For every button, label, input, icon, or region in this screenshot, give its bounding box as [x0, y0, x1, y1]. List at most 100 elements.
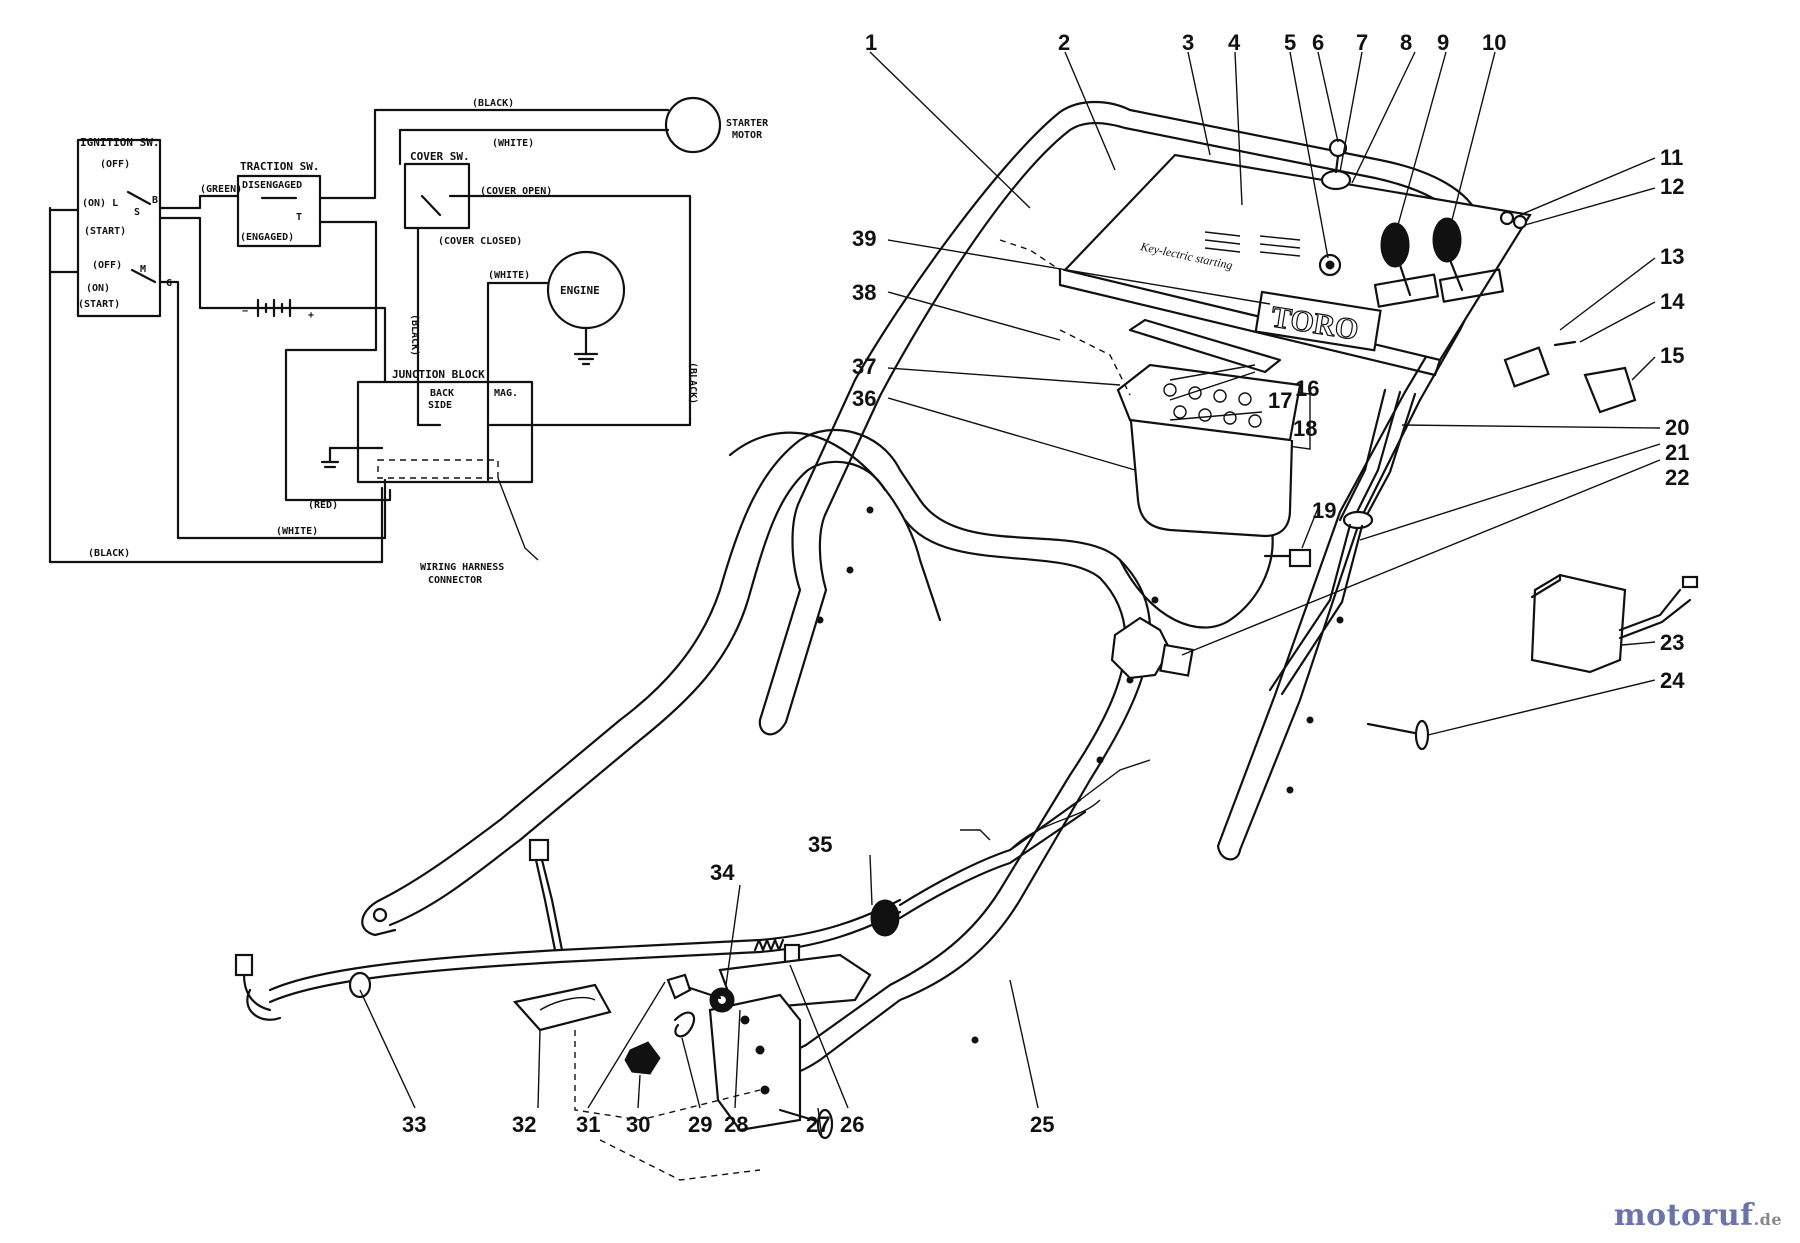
wiring-schematic: IGNITION SW. (OFF) (ON) L S B (START) (O… — [48, 96, 769, 586]
callout-3: 3 — [1182, 30, 1194, 55]
callout-10: 10 — [1482, 30, 1506, 55]
callout-23: 23 — [1660, 630, 1684, 655]
callout-29: 29 — [688, 1112, 712, 1137]
callout-25: 25 — [1030, 1112, 1054, 1137]
callout-9: 9 — [1437, 30, 1449, 55]
wire-black-vertical: (BLACK) — [409, 314, 420, 356]
cable-clip — [512, 983, 612, 1032]
motor-label: MOTOR — [732, 130, 763, 141]
callout-24: 24 — [1660, 668, 1685, 693]
callout-5: 5 — [1284, 30, 1296, 55]
choke-knob-10 — [1432, 217, 1462, 263]
traction-engaged-label: (ENGAGED) — [240, 232, 294, 243]
callout-7: 7 — [1356, 30, 1368, 55]
battery-minus: − — [242, 306, 248, 317]
callout-22: 22 — [1665, 465, 1689, 490]
callout-17: 17 — [1268, 388, 1292, 413]
ignition-off-label: (OFF) — [100, 159, 130, 170]
wire-white-bottom: (WHITE) — [276, 526, 318, 537]
engine-label: ENGINE — [560, 284, 600, 297]
callout-11: 11 — [1660, 145, 1683, 170]
battery — [1116, 363, 1302, 442]
callout-20: 20 — [1665, 415, 1689, 440]
handle-assembly: Key-lectric starting TORO — [234, 101, 1699, 1181]
callout-37: 37 — [852, 354, 876, 379]
ignition-switch-label: IGNITION SW. — [80, 136, 159, 149]
ignition-switch-box — [76, 138, 162, 318]
watermark-main: motoruf — [1613, 1198, 1754, 1233]
callout-38: 38 — [852, 280, 876, 305]
watermark-logo: motoruf.de — [1614, 1198, 1782, 1233]
callout-30: 30 — [626, 1112, 650, 1137]
callout-18: 18 — [1293, 416, 1317, 441]
traction-bracket — [708, 993, 802, 1132]
ignition-start-label: (START) — [84, 226, 126, 237]
ignition-off2-label: (OFF) — [92, 260, 122, 271]
cover-closed-label: (COVER CLOSED) — [438, 236, 522, 247]
callout-numbers: 1 2 3 4 5 6 7 8 9 10 11 12 13 14 15 16 1… — [402, 30, 1689, 1137]
wire-black-right: (BLACK) — [687, 362, 698, 404]
wire-white-top: (WHITE) — [492, 138, 534, 149]
callout-1: 1 — [865, 30, 877, 55]
traction-disengaged-label: DISENGAGED — [242, 180, 302, 191]
traction-cable — [268, 898, 902, 992]
harness-label-1: WIRING HARNESS — [420, 562, 504, 573]
ignition-m-label: M — [140, 264, 146, 275]
ignition-s-label: S — [134, 207, 140, 218]
callout-31: 31 — [576, 1112, 600, 1137]
wire-green: (GREEN) — [200, 184, 242, 195]
side-label: SIDE — [428, 400, 452, 411]
battery-plus: + — [308, 310, 314, 321]
callout-21: 21 — [1665, 440, 1689, 465]
callout-32: 32 — [512, 1112, 536, 1137]
junction-block-box — [356, 380, 534, 484]
cover-switch-label: COVER SW. — [410, 150, 470, 163]
ignition-start2-label: (START) — [78, 299, 120, 310]
callout-26: 26 — [840, 1112, 864, 1137]
callout-27: 27 — [806, 1112, 830, 1137]
traction-switch-label: TRACTION SW. — [240, 160, 319, 173]
callout-leaders — [359, 51, 1661, 1139]
callout-28: 28 — [724, 1112, 748, 1137]
battery-box — [1128, 409, 1294, 538]
callout-12: 12 — [1660, 174, 1684, 199]
wire-black-top: (BLACK) — [472, 98, 514, 109]
callout-14: 14 — [1660, 289, 1685, 314]
wire-black-bottom: (BLACK) — [88, 548, 130, 559]
harness-label-2: CONNECTOR — [428, 575, 483, 586]
watermark-tld: .de — [1753, 1210, 1782, 1229]
toro-nameplate — [1254, 290, 1382, 352]
callout-13: 13 — [1660, 244, 1684, 269]
ignition-b-label: B — [152, 195, 158, 206]
callout-36: 36 — [852, 386, 876, 411]
callout-6: 6 — [1312, 30, 1324, 55]
junction-block-label: JUNCTION BLOCK — [392, 368, 485, 381]
wire-white-engine: (WHITE) — [488, 270, 530, 281]
back-label: BACK — [430, 388, 454, 399]
wire-red: (RED) — [308, 500, 338, 511]
callout-8: 8 — [1400, 30, 1412, 55]
callout-15: 15 — [1660, 343, 1684, 368]
cover-open-label: (COVER OPEN) — [480, 186, 552, 197]
ignition-g-label: G — [166, 278, 172, 289]
ignition-on2-label: (ON) — [86, 283, 110, 294]
traction-t-label: T — [296, 212, 302, 223]
starter-label: STARTER — [726, 118, 769, 129]
callout-2: 2 — [1058, 30, 1070, 55]
throttle-knob-9 — [1380, 222, 1410, 268]
callout-39: 39 — [852, 226, 876, 251]
lower-handle-left — [378, 428, 922, 902]
ignition-on-l-label: (ON) L — [82, 198, 118, 209]
callout-16: 16 — [1295, 376, 1319, 401]
callout-34: 34 — [710, 860, 735, 885]
callout-19: 19 — [1312, 498, 1336, 523]
harness-connector-box — [377, 459, 499, 479]
traction-switch-box — [236, 174, 322, 248]
callout-35: 35 — [808, 832, 832, 857]
starter-motor-symbol — [664, 96, 722, 154]
callout-4: 4 — [1228, 30, 1241, 55]
mag-label: MAG. — [494, 388, 518, 399]
callout-33: 33 — [402, 1112, 426, 1137]
